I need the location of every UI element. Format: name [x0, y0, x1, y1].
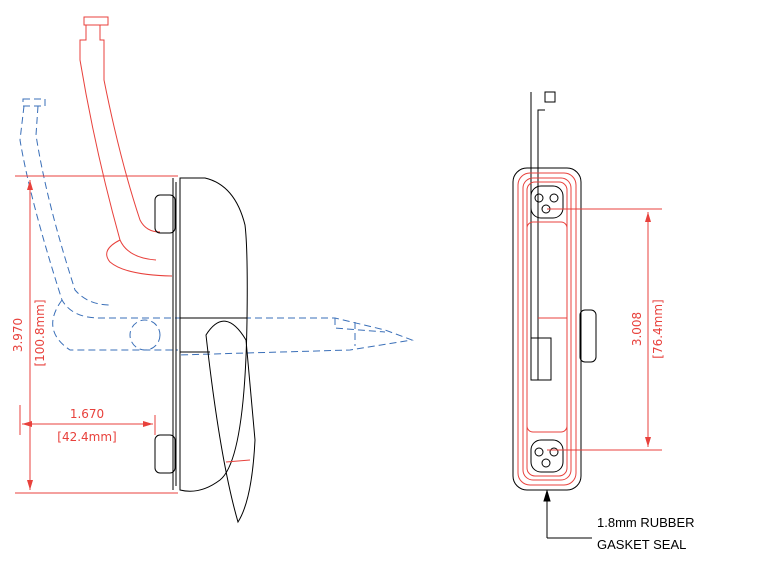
front-fastener-top	[530, 185, 564, 219]
overall-height-label: 3.970	[11, 318, 25, 352]
side-dimensions	[15, 175, 178, 494]
handle-offset-mm-label: [42.4mm]	[57, 430, 116, 444]
side-labels: 3.970 [100.8mm] 1.670 [42.4mm]	[11, 299, 117, 444]
front-view	[512, 91, 662, 539]
front-outline	[512, 91, 597, 491]
handle-lever-closed	[79, 16, 173, 277]
gasket-note-line2: GASKET SEAL	[597, 537, 686, 552]
latch-body	[154, 177, 256, 524]
front-labels: 3.008 [76.4mm] 1.8mm RUBBER GASKET SEAL	[597, 299, 695, 552]
front-fastener-bottom	[530, 439, 564, 473]
gasket-note-line1: 1.8mm RUBBER	[597, 515, 695, 530]
side-view	[15, 16, 414, 524]
phantom-handle-open	[19, 98, 414, 356]
gasket-leader	[543, 489, 592, 539]
overall-height-mm-label: [100.8mm]	[33, 299, 47, 366]
hole-spacing-mm-label: [76.4mm]	[651, 299, 665, 358]
front-gasket	[517, 172, 577, 486]
hole-spacing-label: 3.008	[630, 312, 644, 346]
front-dimensions	[547, 208, 662, 451]
handle-offset-label: 1.670	[70, 407, 104, 421]
